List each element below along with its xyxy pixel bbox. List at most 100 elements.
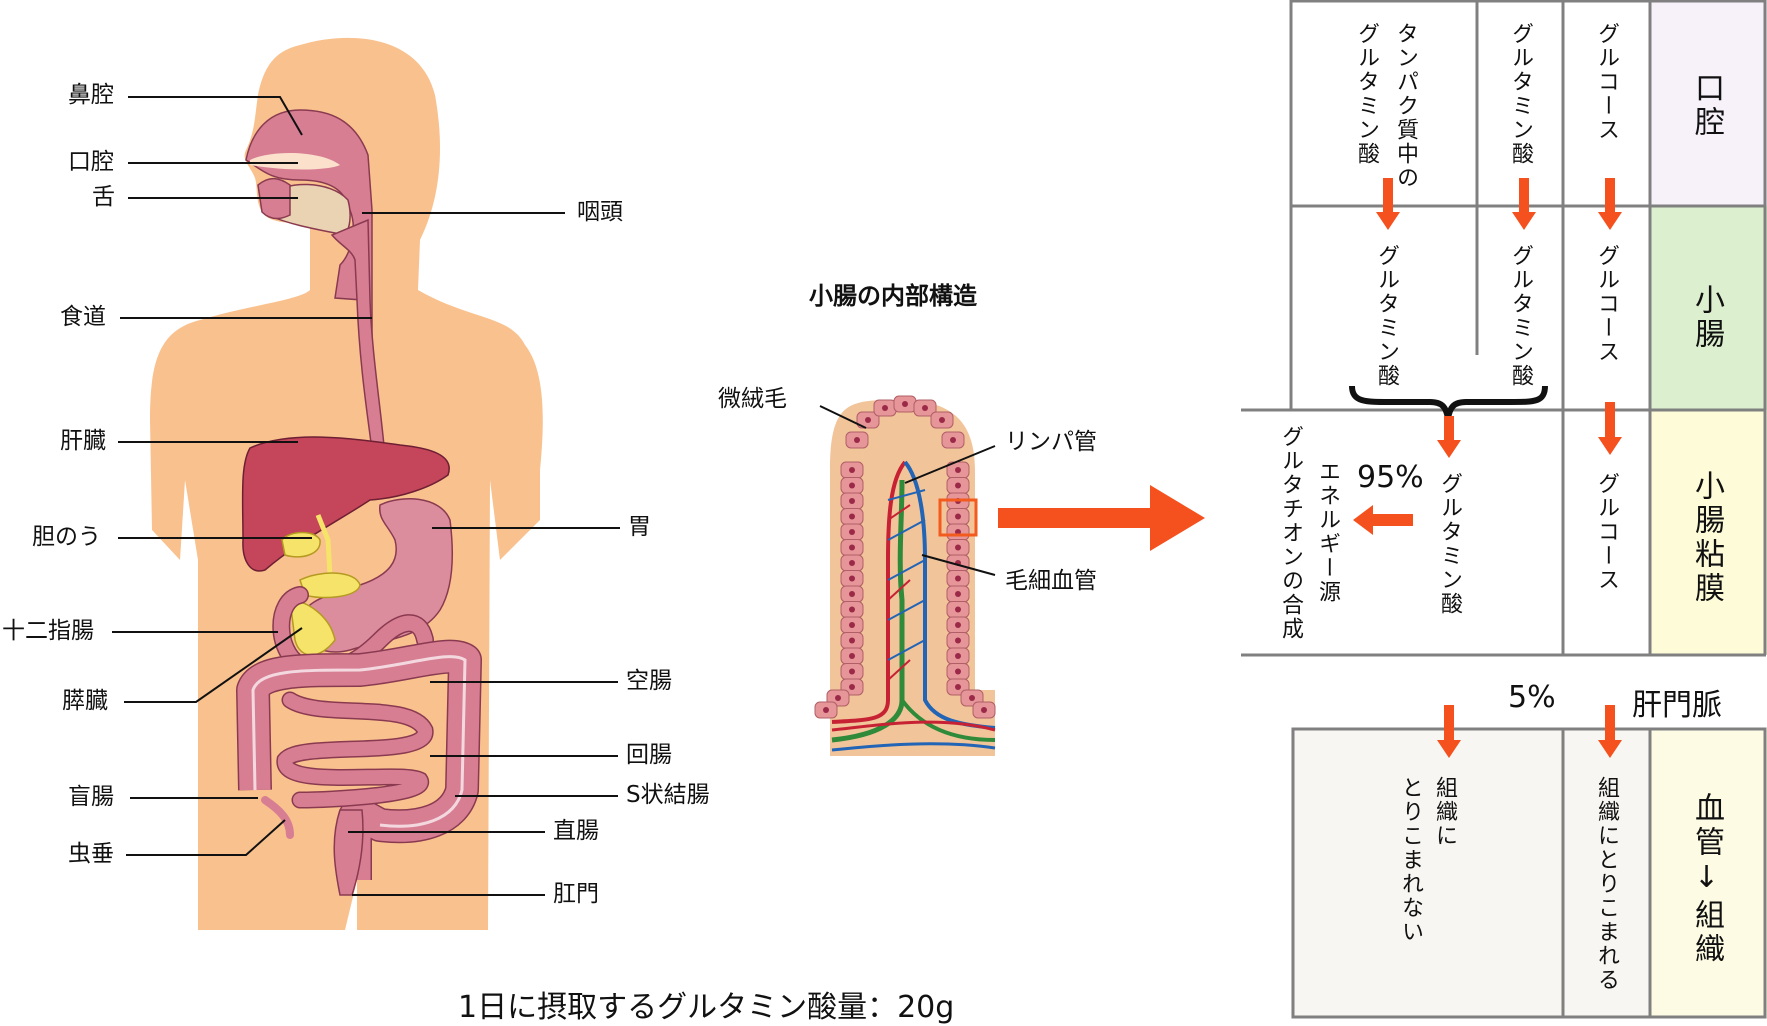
- oral-cavity-shape: [250, 153, 340, 170]
- cell-nucleus: [882, 405, 888, 411]
- cell-nucleus: [849, 575, 855, 582]
- cell-nucleus: [849, 684, 855, 690]
- label-stomach: 胃: [628, 514, 651, 540]
- intestine-glutamate-a: グルタミン酸: [1374, 244, 1399, 388]
- cell-nucleus: [849, 668, 855, 675]
- arrow-down-merged-glutamate: [1437, 416, 1461, 458]
- mucosa-glucose: グルコース: [1594, 472, 1619, 592]
- label-tongue: 舌: [92, 184, 115, 210]
- label-cecum: 盲腸: [68, 784, 114, 810]
- cell-nucleus: [922, 405, 928, 411]
- cell-nucleus: [955, 668, 961, 675]
- small-intestine-fill: [278, 693, 432, 807]
- label-rectum: 直腸: [553, 818, 599, 844]
- pancreas-shape: [299, 572, 361, 599]
- cell-nucleus: [849, 498, 855, 504]
- row-label-bg-tissue: [1650, 728, 1767, 1018]
- appendix-shape: [261, 796, 294, 839]
- cell-nucleus: [849, 637, 855, 644]
- cell-nucleus: [950, 437, 956, 443]
- portal-vein-label: 肝門脈: [1632, 688, 1722, 723]
- oral-protein-glutamate-line2: グルタミン酸: [1354, 22, 1379, 166]
- nasal-oral-tract: [245, 109, 381, 452]
- use-glutathione-synthesis: グルタチオンの合成: [1278, 425, 1303, 641]
- cell-nucleus: [902, 401, 908, 407]
- label-microvilli: 微絨毛: [718, 386, 787, 412]
- cell-nucleus: [823, 707, 829, 713]
- highlight-box: [938, 498, 978, 537]
- leader-lines: [112, 96, 620, 896]
- bile-duct-shape: [315, 514, 333, 576]
- lymph-vessel-base: [900, 698, 996, 742]
- big-right-arrow: [998, 485, 1205, 551]
- stomach-shape: [299, 498, 454, 653]
- arrow-down-portal: [1598, 705, 1622, 758]
- intestine-glucose: グルコース: [1594, 244, 1619, 364]
- cell-nucleus: [981, 707, 987, 713]
- lymph-vessel: [831, 479, 905, 743]
- arrow-down-glucose-oral: [1598, 178, 1622, 230]
- tissue-not-taken-line2: とりこまれない: [1398, 776, 1423, 944]
- base-vein: [831, 742, 996, 752]
- row-label-intestine: 小腸: [1689, 284, 1724, 352]
- cell-nucleus: [865, 417, 871, 423]
- row-label-bg-oral: [1650, 0, 1767, 206]
- cell-nucleus: [955, 544, 961, 551]
- cell-nucleus: [969, 695, 975, 701]
- label-appendix: 虫垂: [68, 841, 114, 867]
- row-label-mucosa: 小腸粘膜: [1689, 470, 1724, 606]
- cell-nucleus: [955, 482, 961, 489]
- use-energy-source: エネルギー源: [1315, 460, 1340, 604]
- arrow-down-not-taken: [1437, 705, 1461, 758]
- capillary-artery: [831, 460, 907, 724]
- tissue-cells-bg: [1291, 728, 1650, 1018]
- cell-nucleus: [849, 529, 855, 535]
- label-gallbladder: 胆のう: [32, 524, 101, 550]
- row-label-bg-mucosa: [1650, 410, 1767, 655]
- row-label-oral: 口腔: [1689, 72, 1724, 140]
- cell-nucleus: [955, 575, 961, 582]
- arrow-down-protein-glutamate: [1376, 178, 1400, 230]
- cell-nucleus: [955, 591, 961, 597]
- label-capillary: 毛細血管: [1005, 568, 1097, 594]
- cell-nucleus: [849, 560, 855, 566]
- capillary-network: [887, 489, 926, 681]
- oral-protein-glutamate-line1: タンパク質中の: [1393, 22, 1418, 190]
- cell-nucleus: [849, 482, 855, 489]
- label-pharynx: 咽頭: [577, 199, 623, 225]
- label-lymph-vessel: リンパ管: [1005, 429, 1097, 455]
- pancreas-head-shape: [289, 599, 336, 656]
- intestine-glutamate-b: グルタミン酸: [1508, 244, 1533, 388]
- villus-diagram-title: 小腸の内部構造: [809, 282, 977, 310]
- tissue-not-taken-line1: 組織に: [1432, 776, 1457, 848]
- epithelial-cells: [814, 395, 996, 719]
- cell-nucleus: [955, 513, 961, 520]
- cell-nucleus: [939, 417, 945, 423]
- oral-glutamate: グルタミン酸: [1508, 22, 1533, 166]
- cell-nucleus: [849, 606, 855, 613]
- label-jejunum: 空腸: [626, 668, 672, 694]
- tissue-taken: 組織にとりこまれる: [1594, 776, 1619, 992]
- arrow-down-glutamate: [1512, 178, 1536, 230]
- cell-nucleus: [849, 544, 855, 551]
- cell-nucleus: [955, 606, 961, 613]
- cell-nucleus: [955, 653, 961, 659]
- villus-leader-lines: [819, 405, 996, 576]
- cell-nucleus: [955, 684, 961, 690]
- cell-nucleus: [849, 653, 855, 659]
- label-duodenum: 十二指腸: [2, 618, 94, 644]
- cell-nucleus: [955, 637, 961, 644]
- daily-intake-caption: 1日に摂取するグルタミン酸量：20g: [458, 990, 955, 1025]
- colon-band: [251, 655, 467, 828]
- cell-nucleus: [849, 467, 855, 473]
- cell-nucleus: [835, 695, 841, 701]
- label-liver: 肝臓: [60, 428, 106, 454]
- row-label-bg-intestine: [1650, 206, 1767, 410]
- label-pancreas: 膵臓: [62, 688, 108, 714]
- cell-nucleus: [849, 591, 855, 597]
- label-nasal-cavity: 鼻腔: [68, 82, 114, 108]
